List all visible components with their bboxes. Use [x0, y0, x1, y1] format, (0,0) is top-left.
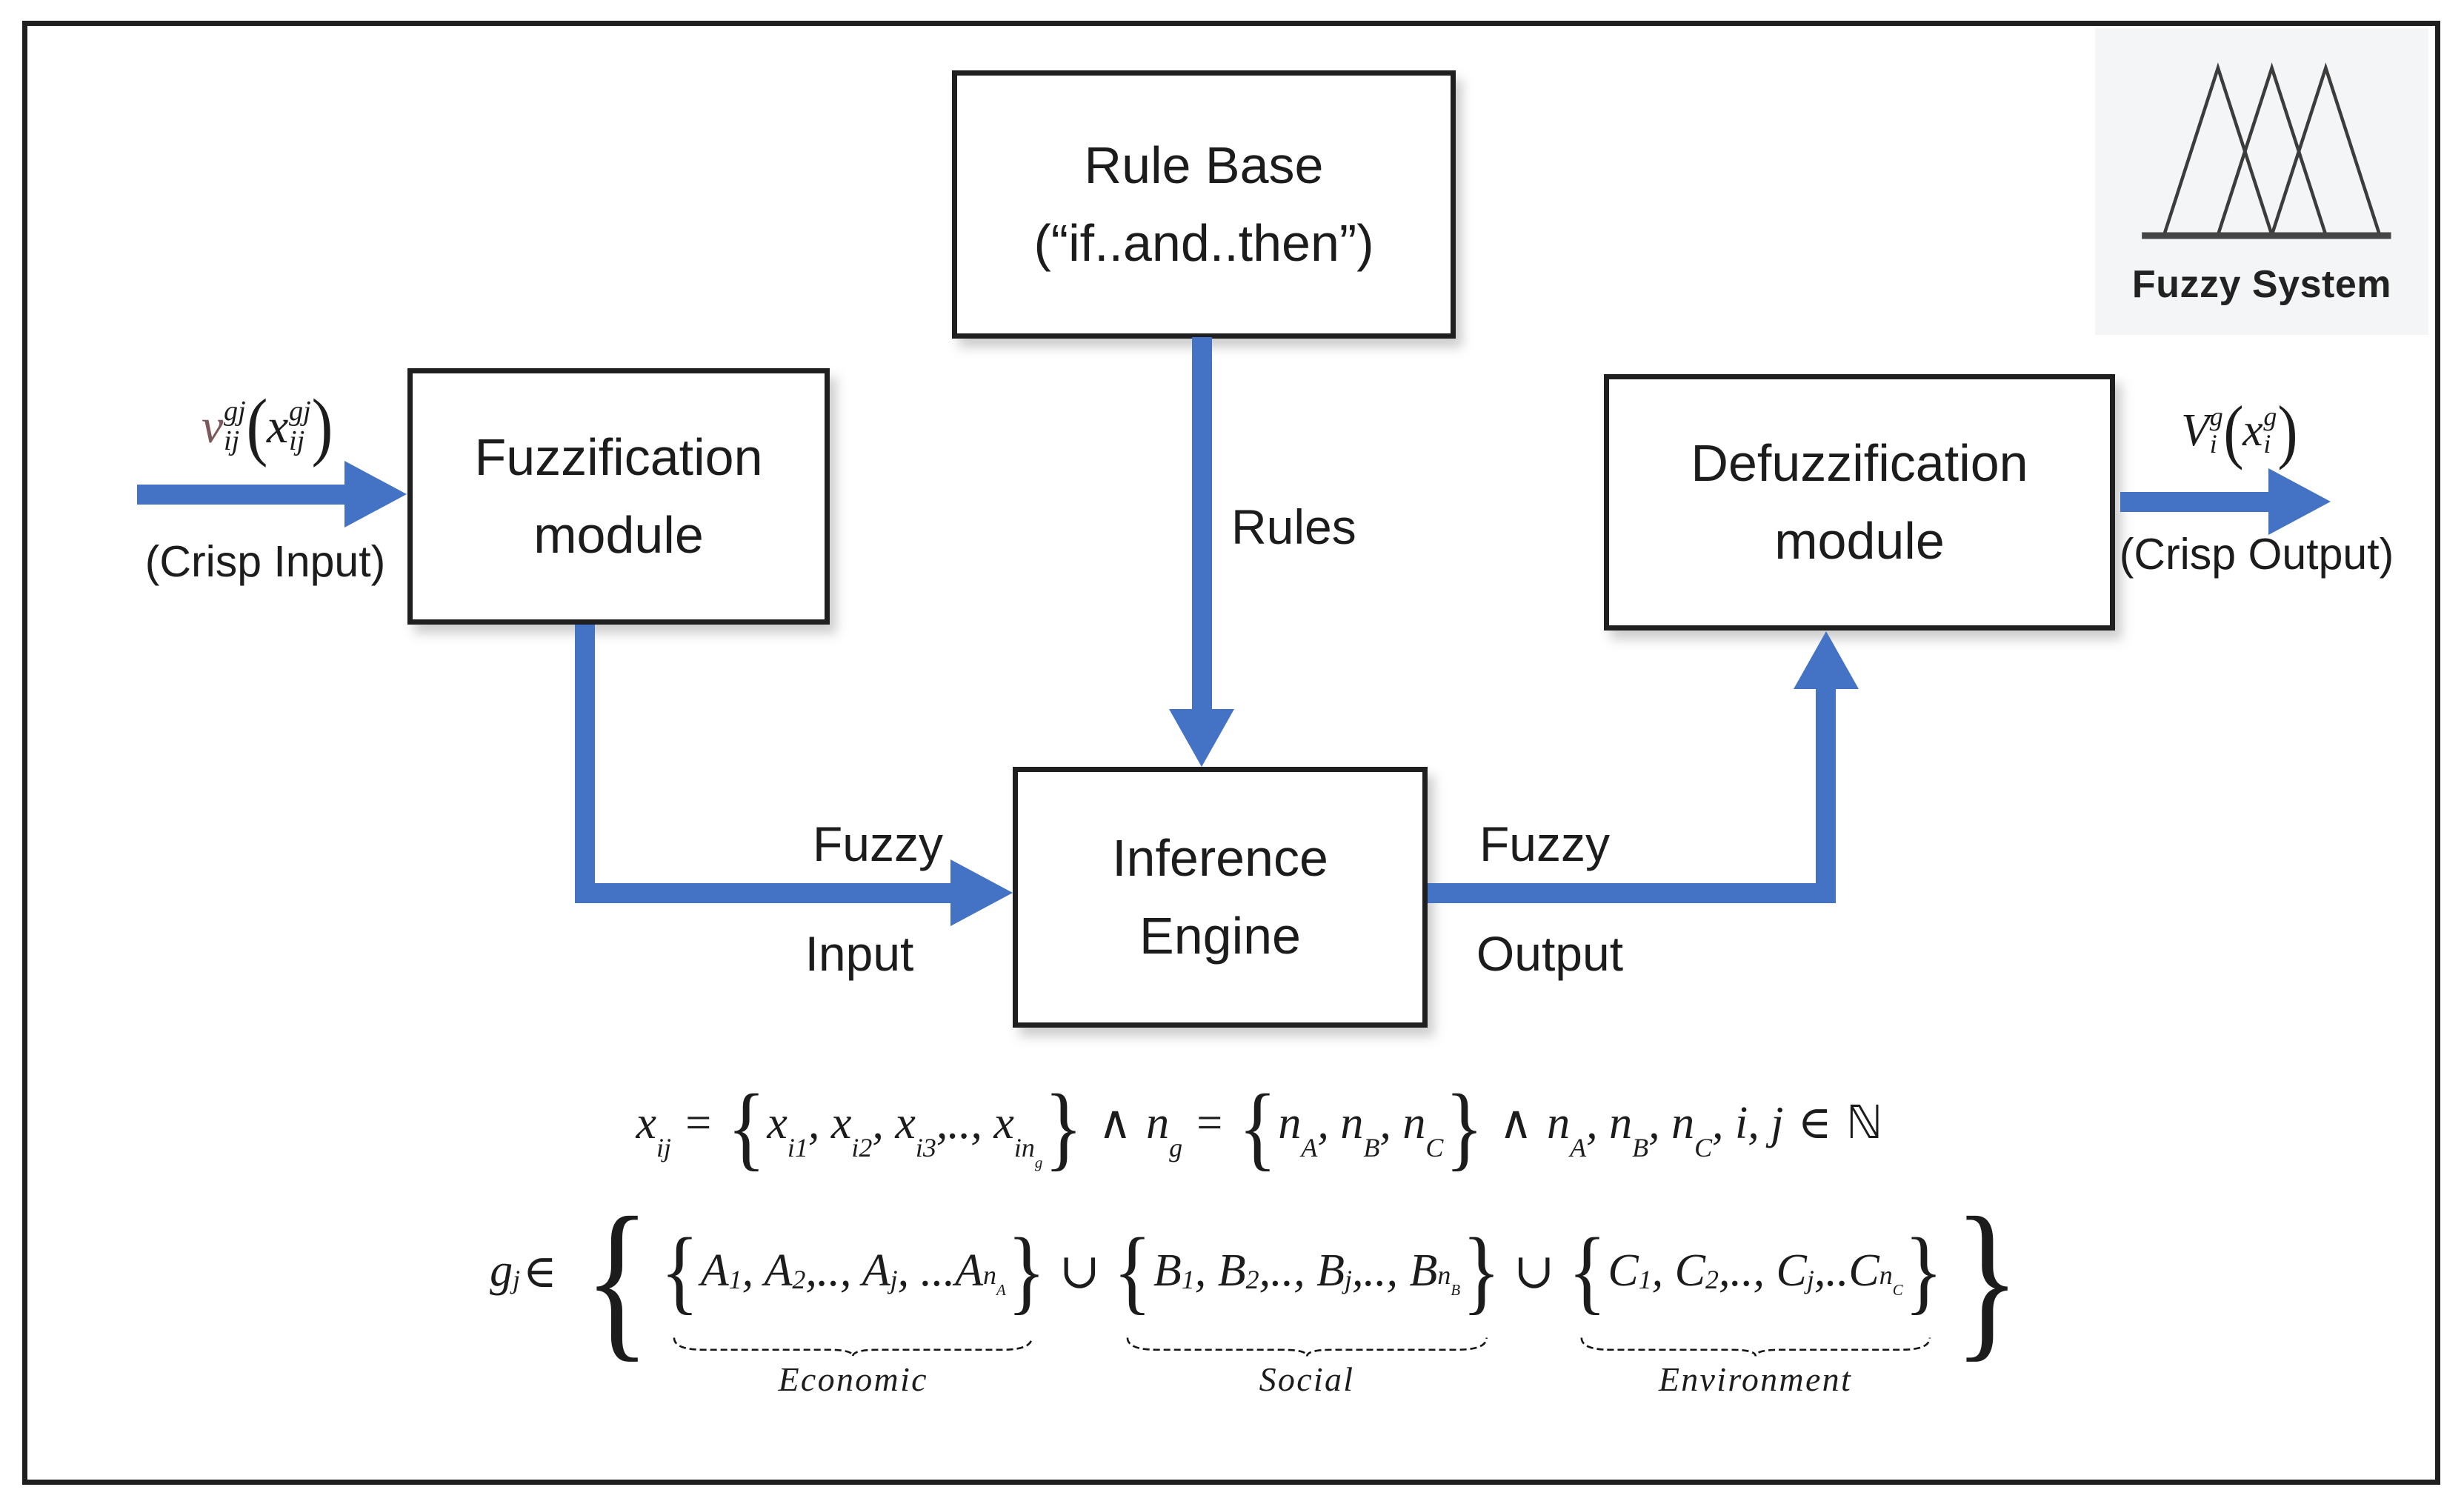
fuzzy-input-arrow-horizontal-shaft [575, 883, 950, 903]
input-math-arg: x [267, 399, 289, 453]
defuzzification-label-line2: module [1774, 512, 1945, 570]
social-underbrace [1124, 1336, 1491, 1358]
rule-base-label-line2: (“if..and..then”) [1033, 214, 1374, 272]
fuzzy-system-caption: Fuzzy System [2131, 263, 2392, 306]
fuzzy-input-label-line1: Fuzzy [812, 816, 944, 871]
fuzzy-output-label-line1: Fuzzy [1479, 816, 1611, 871]
rules-label: Rules [1231, 499, 1356, 554]
inference-label-line2: Engine [1139, 907, 1301, 965]
output-math-close-paren: ) [2277, 390, 2298, 470]
fuzzy-output-arrow-horizontal-shaft [1428, 883, 1816, 903]
crisp-output-arrow-shaft [2120, 492, 2268, 512]
fuzzy-input-label-line2: Input [805, 926, 914, 981]
output-math-V: V [2181, 405, 2209, 456]
crisp-output-label: (Crisp Output) [2119, 530, 2394, 579]
rules-arrow-head-icon [1169, 709, 1234, 767]
crisp-input-label: (Crisp Input) [144, 537, 386, 586]
output-math-sub: i [2209, 429, 2217, 459]
environment-underbrace-label: Environment [1658, 1360, 1853, 1398]
crisp-input-arrow-head-icon [344, 461, 407, 528]
fuzzy-output-arrow-vertical-shaft [1816, 689, 1836, 903]
rule-base-box: Rule Base (“if..and..then”) [952, 70, 1456, 339]
output-math-arg-sup: g [2263, 402, 2277, 432]
fuzzification-label-line2: module [533, 506, 704, 564]
output-math-arg-sub: i [2263, 429, 2271, 459]
fuzzy-input-arrow-vertical-shaft [575, 625, 595, 903]
defuzzification-label-line1: Defuzzification [1691, 434, 2028, 492]
crisp-output-arrow-head-icon [2268, 468, 2331, 535]
fuzzy-membership-triangles-icon [2142, 62, 2391, 239]
fuzzy-input-arrow-head-icon [950, 859, 1013, 926]
fuzzy-output-label-line2: Output [1476, 926, 1624, 981]
output-math-open-paren: ( [2223, 390, 2244, 470]
union-operator-1: ∪ [1059, 1244, 1100, 1299]
output-math-sup: g [2209, 402, 2223, 432]
defuzzification-module-box: Defuzzification module [1604, 374, 2115, 631]
social-underbrace-label: Social [1259, 1360, 1355, 1398]
input-math-arg-sup: gj [289, 396, 311, 428]
union-operator-2: ∪ [1514, 1244, 1555, 1299]
input-math-open-paren: ( [246, 385, 268, 468]
input-math-close-paren: ) [311, 385, 333, 468]
rule-base-label-line1: Rule Base [1084, 136, 1324, 194]
fuzzification-label-line1: Fuzzification [474, 428, 763, 486]
fuzzification-module-box: Fuzzification module [407, 368, 830, 625]
inference-engine-box: Inference Engine [1013, 767, 1428, 1028]
fuzzy-output-arrow-head-icon [1794, 631, 1859, 689]
input-math-sub: ij [224, 425, 240, 456]
input-math-sup: gj [224, 396, 246, 428]
formula2-outer-close-brace: } [1954, 1182, 2020, 1377]
input-math-v: v [201, 399, 224, 453]
input-math-arg-sub: ij [289, 425, 305, 456]
environment-underbrace [1578, 1336, 1934, 1358]
formula2-outer-open-brace: { [584, 1182, 650, 1377]
output-math-arg: x [2242, 405, 2263, 456]
economic-underbrace [670, 1336, 1035, 1358]
crisp-input-arrow-shaft [137, 485, 344, 505]
economic-underbrace-label: Economic [778, 1360, 928, 1398]
formula-line1: xij = {xi1, xi2, xi3,.., xing} ∧ ng = {n… [636, 1075, 1883, 1180]
rules-arrow-shaft [1192, 337, 1212, 709]
fuzzy-system-panel: Fuzzy System [2095, 28, 2428, 335]
inference-label-line1: Inference [1112, 829, 1328, 887]
